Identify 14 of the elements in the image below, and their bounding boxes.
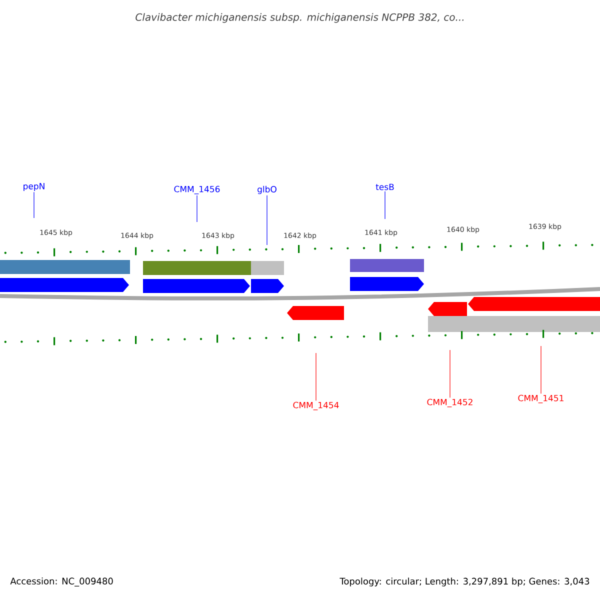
title: Clavibacter michiganensis subsp. michiganensis NCPPB 382, co... bbox=[136, 13, 464, 23]
leader-line bbox=[384, 191, 386, 220]
gene-label: CMM_1452 bbox=[427, 398, 472, 408]
gene-label: CMM_1454 bbox=[293, 402, 339, 410]
gene-label: tesB bbox=[376, 184, 394, 190]
footer-text: Topology: circular; Length: 3,297,891 bp; Genes: 3,043 bbox=[340, 578, 590, 586]
footer-text: Accession: NC_009480 bbox=[10, 578, 113, 586]
gene-label: CMM_1451 bbox=[518, 394, 564, 404]
gene-label: glbO bbox=[258, 186, 276, 194]
leader-line bbox=[540, 346, 542, 394]
leader-line bbox=[196, 195, 198, 222]
gene-label: CMM_1456 bbox=[174, 186, 220, 194]
gene-label: pepN bbox=[24, 183, 44, 191]
leader-line bbox=[266, 195, 268, 246]
